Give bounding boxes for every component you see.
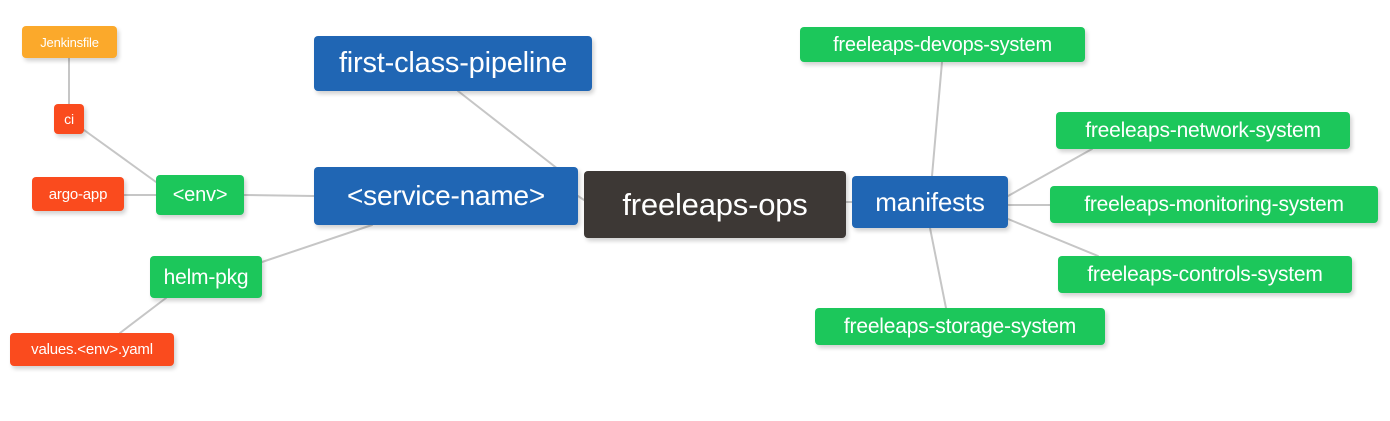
- node-freeleaps-storage-system[interactable]: freeleaps-storage-system: [815, 308, 1105, 345]
- edge-helm-pkg-to-values-yaml: [119, 297, 167, 334]
- node-label-argo-app: argo-app: [48, 185, 108, 203]
- node-helm-pkg[interactable]: helm-pkg: [150, 256, 262, 298]
- node-freeleaps-monitoring-system[interactable]: freeleaps-monitoring-system: [1050, 186, 1378, 223]
- node-label-freeleaps-storage-system: freeleaps-storage-system: [843, 315, 1077, 338]
- node-values-yaml[interactable]: values.<env>.yaml: [10, 333, 174, 366]
- node-label-first-class-pipeline: first-class-pipeline: [338, 47, 568, 79]
- node-ci[interactable]: ci: [54, 104, 84, 134]
- edge-manifests-to-freeleaps-devops-system: [931, 61, 943, 177]
- node-label-jenkinsfile: Jenkinsfile: [40, 34, 99, 50]
- node-manifests[interactable]: manifests: [852, 176, 1008, 228]
- node-jenkinsfile[interactable]: Jenkinsfile: [22, 26, 117, 58]
- node-env[interactable]: <env>: [156, 175, 244, 215]
- node-label-env: <env>: [172, 184, 228, 206]
- node-freeleaps-network-system[interactable]: freeleaps-network-system: [1056, 112, 1350, 149]
- node-label-ci: ci: [64, 111, 74, 127]
- edge-manifests-to-freeleaps-controls-system: [1007, 218, 1099, 257]
- node-label-manifests: manifests: [875, 187, 985, 217]
- node-label-freeleaps-controls-system: freeleaps-controls-system: [1087, 263, 1323, 286]
- edge-service-name-to-helm-pkg: [261, 224, 373, 263]
- node-service-name[interactable]: <service-name>: [314, 167, 578, 225]
- node-label-values-yaml: values.<env>.yaml: [31, 341, 153, 358]
- edge-ci-to-env: [83, 129, 157, 183]
- node-freeleaps-devops-system[interactable]: freeleaps-devops-system: [800, 27, 1085, 62]
- edge-manifests-to-freeleaps-storage-system: [929, 227, 947, 309]
- node-freeleaps-ops[interactable]: freeleaps-ops: [584, 171, 846, 238]
- node-label-freeleaps-devops-system: freeleaps-devops-system: [833, 33, 1052, 56]
- node-label-freeleaps-monitoring-system: freeleaps-monitoring-system: [1084, 193, 1344, 216]
- node-argo-app[interactable]: argo-app: [32, 177, 124, 211]
- node-label-freeleaps-network-system: freeleaps-network-system: [1085, 119, 1321, 142]
- node-label-service-name: <service-name>: [347, 180, 545, 211]
- node-label-freeleaps-ops: freeleaps-ops: [622, 187, 808, 222]
- node-freeleaps-controls-system[interactable]: freeleaps-controls-system: [1058, 256, 1352, 293]
- node-label-helm-pkg: helm-pkg: [163, 265, 249, 289]
- node-first-class-pipeline[interactable]: first-class-pipeline: [314, 36, 592, 91]
- edge-env-to-service-name: [243, 194, 315, 197]
